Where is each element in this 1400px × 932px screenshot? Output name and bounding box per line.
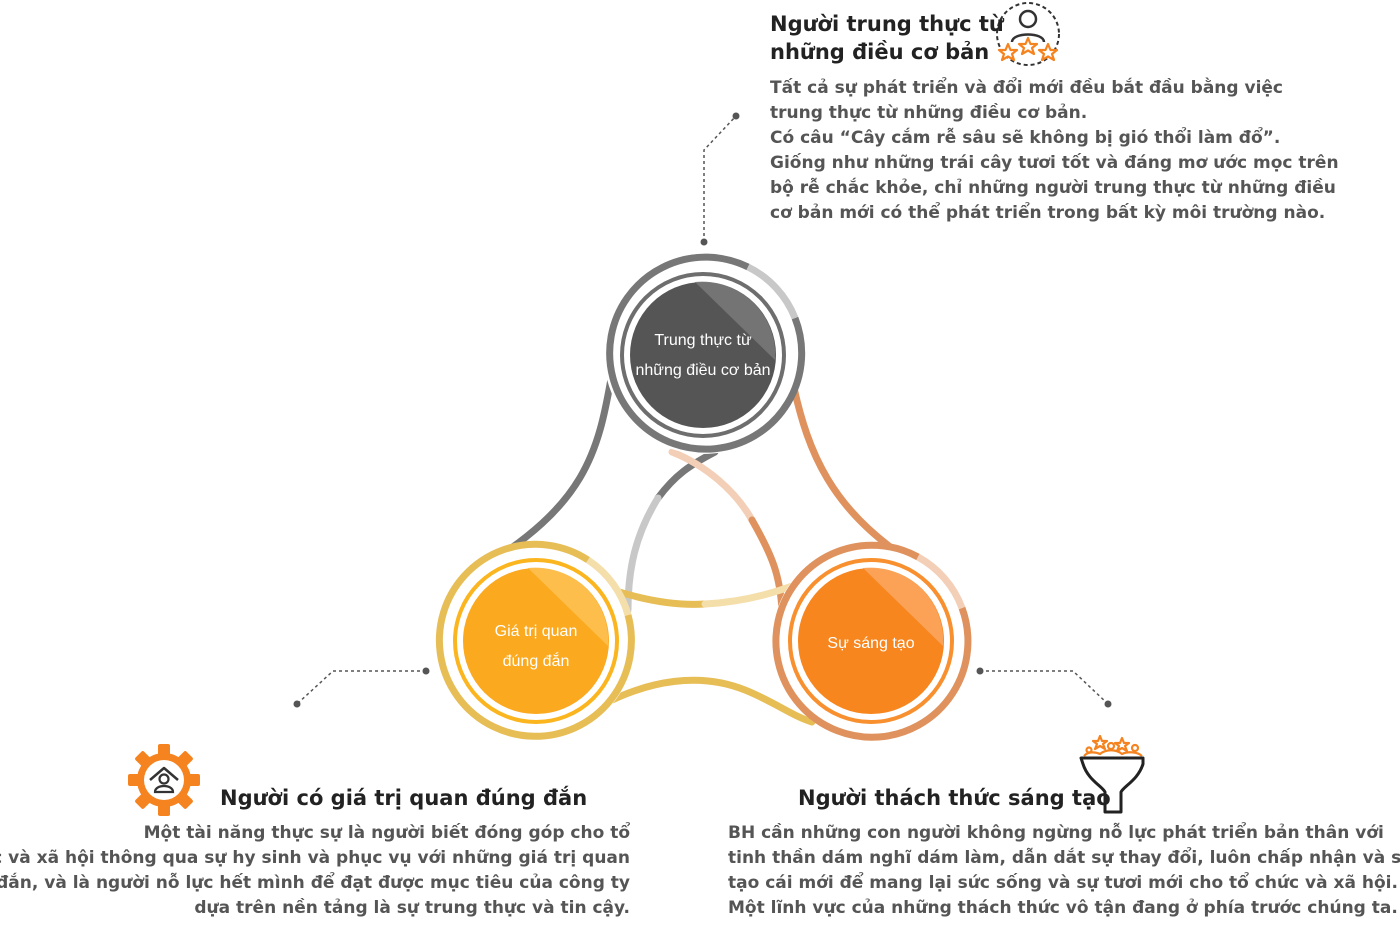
leader-top-dot-start: [700, 238, 708, 246]
right-heading: Người thách thức sáng tạo: [798, 786, 1111, 810]
top-body-line: Có câu “Cây cắm rễ sâu sẽ không bị gió t…: [770, 128, 1281, 148]
leader-right: [980, 670, 1109, 705]
connector-orange-outer: [790, 384, 916, 566]
leader-top-dot-end: [732, 112, 740, 120]
top-heading-line1: Người trung thực từ: [770, 12, 1004, 36]
connector-gray-outer: [474, 369, 616, 574]
gear-with-person-house-icon: [128, 744, 200, 816]
circle-left-label-line2: đúng đắn: [503, 651, 570, 670]
left-body-line: đúng đắn, và là người nỗ lực hết mình để…: [0, 873, 630, 893]
leader-left-dot-start: [422, 667, 430, 675]
left-body-line: dựa trên nền tảng là sự trung thực và ti…: [194, 898, 630, 918]
top-body-line: Tất cả sự phát triển và đổi mới đều bắt …: [770, 78, 1284, 98]
left-body-line: chức và xã hội thông qua sự hy sinh và p…: [0, 848, 630, 868]
circle-left-ring-light: [586, 557, 632, 616]
circle-top-ring-dark: [606, 253, 806, 453]
leader-left: [296, 670, 426, 705]
left-body-line: Một tài năng thực sự là người biết đóng …: [143, 823, 630, 843]
circle-left-label-line1: Giá trị quan: [495, 623, 578, 640]
right-body-line: BH cần những con người không ngừng nỗ lự…: [728, 823, 1384, 843]
connector-gray-inner: [654, 448, 719, 502]
circle-top-label-line1: Trung thực từ: [654, 332, 752, 349]
circle-right-ring-light: [916, 553, 966, 610]
person-with-stars-icon: [996, 2, 1060, 66]
leader-top: [703, 115, 737, 242]
top-body-line: Giống như những trái cây tươi tốt và đán…: [770, 153, 1339, 173]
right-body-line: Một lĩnh vực của những thách thức vô tận…: [728, 898, 1398, 918]
right-body-line: tinh thần dám nghĩ dám làm, dẫn dắt sự t…: [728, 848, 1400, 868]
top-heading-line2: những điều cơ bản: [770, 40, 990, 64]
circle-left-ring: [435, 540, 635, 740]
circle-left-group: Giá trị quan đúng đắn: [435, 540, 635, 740]
top-body-line: trung thực từ những điều cơ bản.: [770, 103, 1088, 123]
circle-top-label-line2: những điều cơ bản: [635, 362, 770, 379]
right-body-line: tạo cái mới để mang lại sức sống và sự t…: [728, 873, 1398, 893]
leader-right-dot-start: [976, 667, 984, 675]
circle-right-label: Sự sáng tạo: [827, 635, 914, 652]
leader-left-dot-end: [293, 700, 301, 708]
circle-right-ring: [772, 541, 972, 741]
top-body-line: cơ bản mới có thể phát triển trong bất k…: [770, 203, 1326, 223]
left-body: Một tài năng thực sự là người biết đóng …: [0, 821, 630, 921]
top-body: Tất cả sự phát triển và đổi mới đều bắt …: [770, 76, 1339, 226]
circle-top-group: Trung thực từ những điều cơ bản: [604, 253, 806, 454]
leader-right-dot-end: [1104, 700, 1112, 708]
connector-yellow-lower: [598, 676, 816, 726]
left-heading: Người có giá trị quan đúng đắn: [220, 786, 588, 810]
funnel-with-stars-icon: [1079, 734, 1145, 814]
circle-top-ring-light: [746, 263, 799, 320]
circle-right-group: Sự sáng tạo: [772, 541, 972, 741]
top-heading: Người trung thực từ những điều cơ bản: [770, 10, 1004, 66]
connector-orange-inner-light: [668, 448, 756, 524]
top-body-line: bộ rễ chắc khỏe, chỉ những người trung t…: [770, 178, 1336, 198]
right-body: BH cần những con người không ngừng nỗ lự…: [728, 821, 1400, 921]
